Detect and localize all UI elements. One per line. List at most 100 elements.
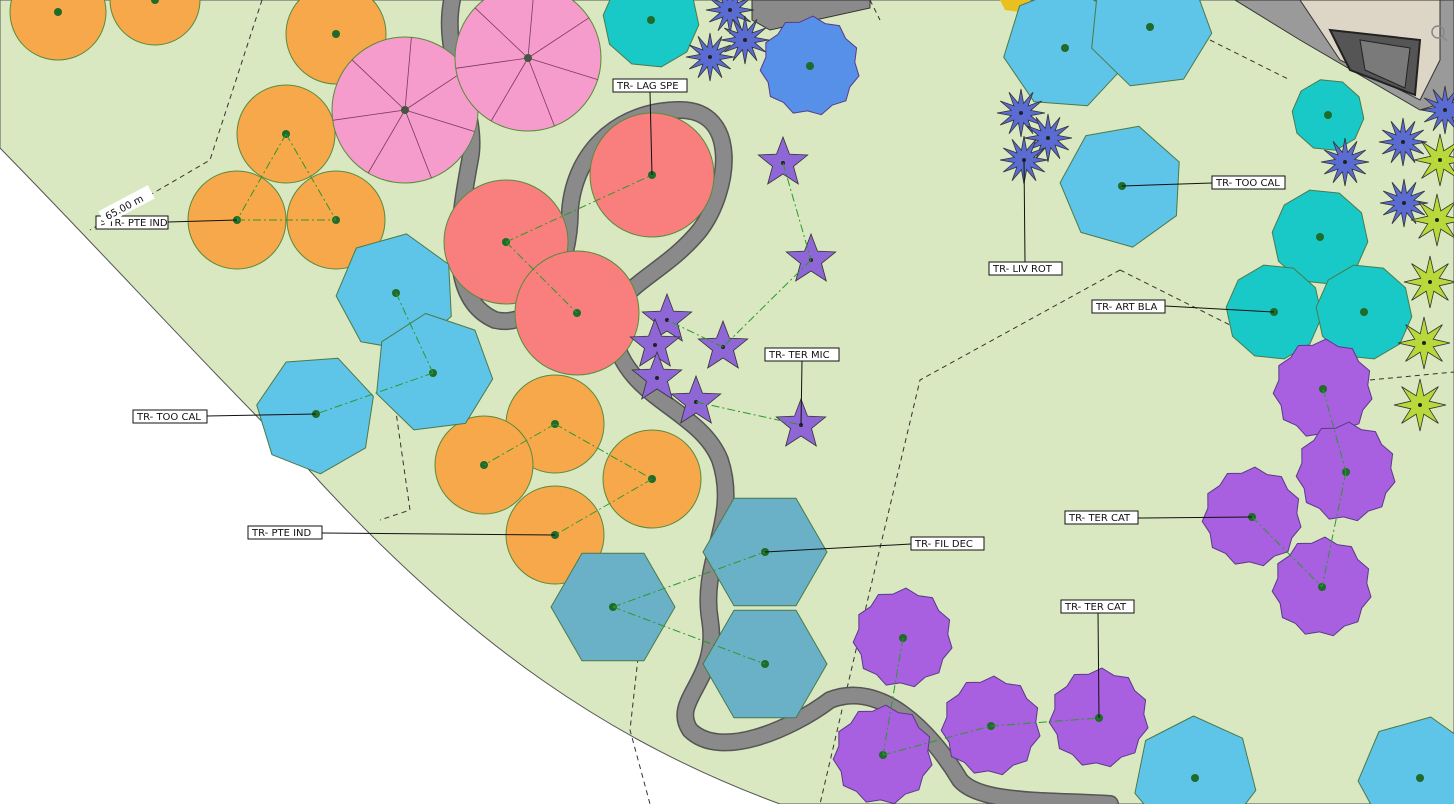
navy-shrub-center xyxy=(1343,160,1347,164)
navy-shrub-center xyxy=(1443,108,1447,112)
violet-shrub xyxy=(757,135,809,185)
pink-tree-radial xyxy=(404,37,412,111)
tag-ter-cat-2: TR- TER CAT xyxy=(1060,599,1135,614)
tag-lag-spe: TR- LAG SPE xyxy=(612,78,688,93)
cyan-tree-trunk xyxy=(1324,111,1332,119)
pink-tree-radial xyxy=(527,0,534,59)
leader-line-ter-cat-2 xyxy=(1097,612,1100,719)
group-line xyxy=(990,717,1100,727)
navy-shrub-center xyxy=(1019,111,1023,115)
tag-ter-mic: TR- TER MIC xyxy=(764,347,840,362)
navy-shrub-center xyxy=(1401,140,1405,144)
group-line xyxy=(1322,388,1347,473)
tag-box xyxy=(1091,299,1166,314)
leader-line-pte-ind-2 xyxy=(321,532,556,536)
building xyxy=(1234,0,1454,111)
tag-ter-cat-1: TR- TER CAT xyxy=(1064,510,1139,525)
group-line xyxy=(285,133,337,221)
tag-pte-ind-2: TR- PTE IND xyxy=(247,525,323,540)
leader-line-liv-rot xyxy=(1023,159,1026,263)
leader-line-art-bla xyxy=(1164,305,1275,313)
group-line xyxy=(505,241,578,314)
group-line xyxy=(483,423,556,466)
tag-art-bla: TR- ART BLA xyxy=(1091,299,1166,314)
tag-too-cal-2: TR- TOO CAL xyxy=(1211,175,1286,190)
pink-tree-radial xyxy=(351,59,406,111)
tag-box xyxy=(1060,599,1135,614)
tag-label: TR- TER CAT xyxy=(1068,513,1131,524)
lime-shrub-center xyxy=(1428,280,1432,284)
navy-shrub-center xyxy=(728,8,732,12)
navy-shrub-center xyxy=(1402,201,1406,205)
violet-shrub xyxy=(641,292,693,342)
navy-shrub-center xyxy=(1046,136,1050,140)
tag-label: TR- TER CAT xyxy=(1064,602,1127,613)
violet-shrub xyxy=(785,232,837,282)
pink-tree-radial xyxy=(332,109,406,121)
lime-shrub xyxy=(1410,193,1454,247)
leader-line-too-cal-1 xyxy=(206,413,317,417)
cyan-tree-trunk xyxy=(1360,308,1368,316)
tag-liv-rot: TR- LIV ROT xyxy=(988,261,1063,276)
orange-tree xyxy=(109,0,201,46)
orange-tree-trunk xyxy=(151,0,159,4)
group-line xyxy=(315,372,434,415)
bed-outlines xyxy=(89,0,1454,804)
lime-shrub-center xyxy=(1438,158,1442,162)
zoom-icon[interactable] xyxy=(1431,25,1448,42)
navy-shrub xyxy=(705,0,755,35)
group-line xyxy=(722,259,812,348)
leader-line-pte-ind-1 xyxy=(167,219,238,223)
tag-box xyxy=(1211,175,1286,190)
group-line xyxy=(882,637,904,756)
leader-line-ter-mic xyxy=(800,360,803,426)
group-line xyxy=(1251,516,1323,588)
tag-label: TR- TOO CAL xyxy=(136,412,201,423)
pink-tree-radial xyxy=(527,57,598,80)
tag-label: TR- LAG SPE xyxy=(616,81,679,92)
tag-box xyxy=(910,536,985,551)
pink-tree-radial xyxy=(474,7,529,59)
group-line xyxy=(695,401,802,426)
leader-line-fil-dec xyxy=(764,543,912,553)
tag-label: TR- ART BLA xyxy=(1095,302,1157,313)
pink-tree-radial xyxy=(527,17,590,59)
cyan-tree-trunk xyxy=(1316,233,1324,241)
tag-box xyxy=(247,525,323,540)
group-line xyxy=(1321,471,1347,588)
leader-line-too-cal-2 xyxy=(1121,182,1213,187)
leader-line-ter-cat-1 xyxy=(1137,516,1253,519)
sky-tree-trunk xyxy=(1146,23,1154,31)
pink-tree-radial xyxy=(455,57,529,69)
sky-tree-trunk xyxy=(1416,774,1424,782)
group-line xyxy=(782,162,812,261)
tag-label: TR- TOO CAL xyxy=(1215,178,1280,189)
cyan-tree-trunk xyxy=(647,16,655,24)
group-line xyxy=(395,292,434,374)
tag-box xyxy=(132,409,208,424)
group-line xyxy=(612,551,766,608)
navy-shrub xyxy=(1420,85,1454,135)
tag-label: TR- TER MIC xyxy=(768,350,830,361)
violet-shrub xyxy=(631,350,683,400)
orange-tree xyxy=(9,0,107,61)
group-line xyxy=(505,174,653,243)
pink-tree-radial xyxy=(527,57,555,127)
violet-shrub xyxy=(670,374,722,424)
violet-shrub xyxy=(697,319,749,369)
lime-shrub-center xyxy=(1435,218,1439,222)
group-line xyxy=(882,725,992,756)
tag-fil-dec: TR- FIL DEC xyxy=(910,536,985,551)
tag-label: TR- FIL DEC xyxy=(914,539,973,550)
tag-box xyxy=(988,261,1063,276)
tag-label: TR- LIV ROT xyxy=(992,264,1053,275)
royal-tree-trunk xyxy=(806,62,814,70)
tag-label: TR- PTE IND xyxy=(251,528,312,539)
lime-shrub xyxy=(1413,133,1454,187)
sky-tree xyxy=(1091,0,1213,87)
lime-shrub-center xyxy=(1418,403,1422,407)
lime-shrub-center xyxy=(1422,341,1426,345)
tag-box xyxy=(612,78,688,93)
navy-shrub-center xyxy=(743,38,747,42)
